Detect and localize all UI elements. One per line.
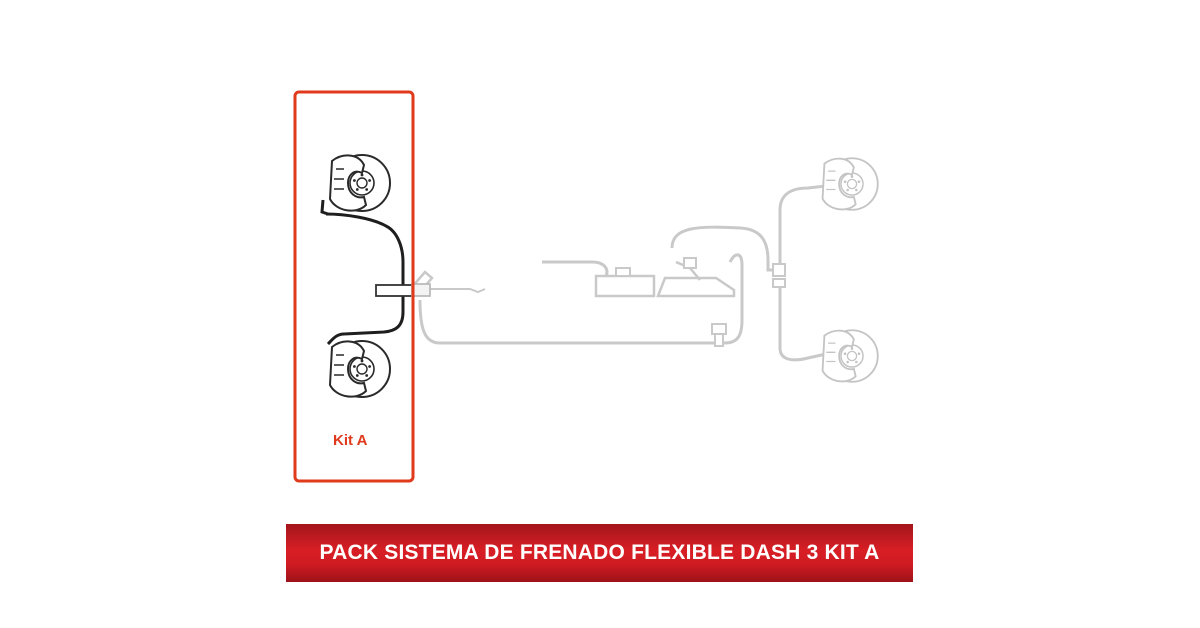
hose-connector (375, 284, 415, 297)
kit-a-highlight-frame (293, 90, 415, 483)
front-brake-discs (329, 154, 391, 398)
kit-label: Kit A (333, 432, 368, 449)
product-title-banner: PACK SISTEMA DE FRENADO FLEXIBLE DASH 3 … (286, 524, 913, 582)
faded-right-wheels (821, 157, 879, 383)
kit-a-hoses (320, 199, 405, 346)
faded-system (411, 184, 827, 362)
